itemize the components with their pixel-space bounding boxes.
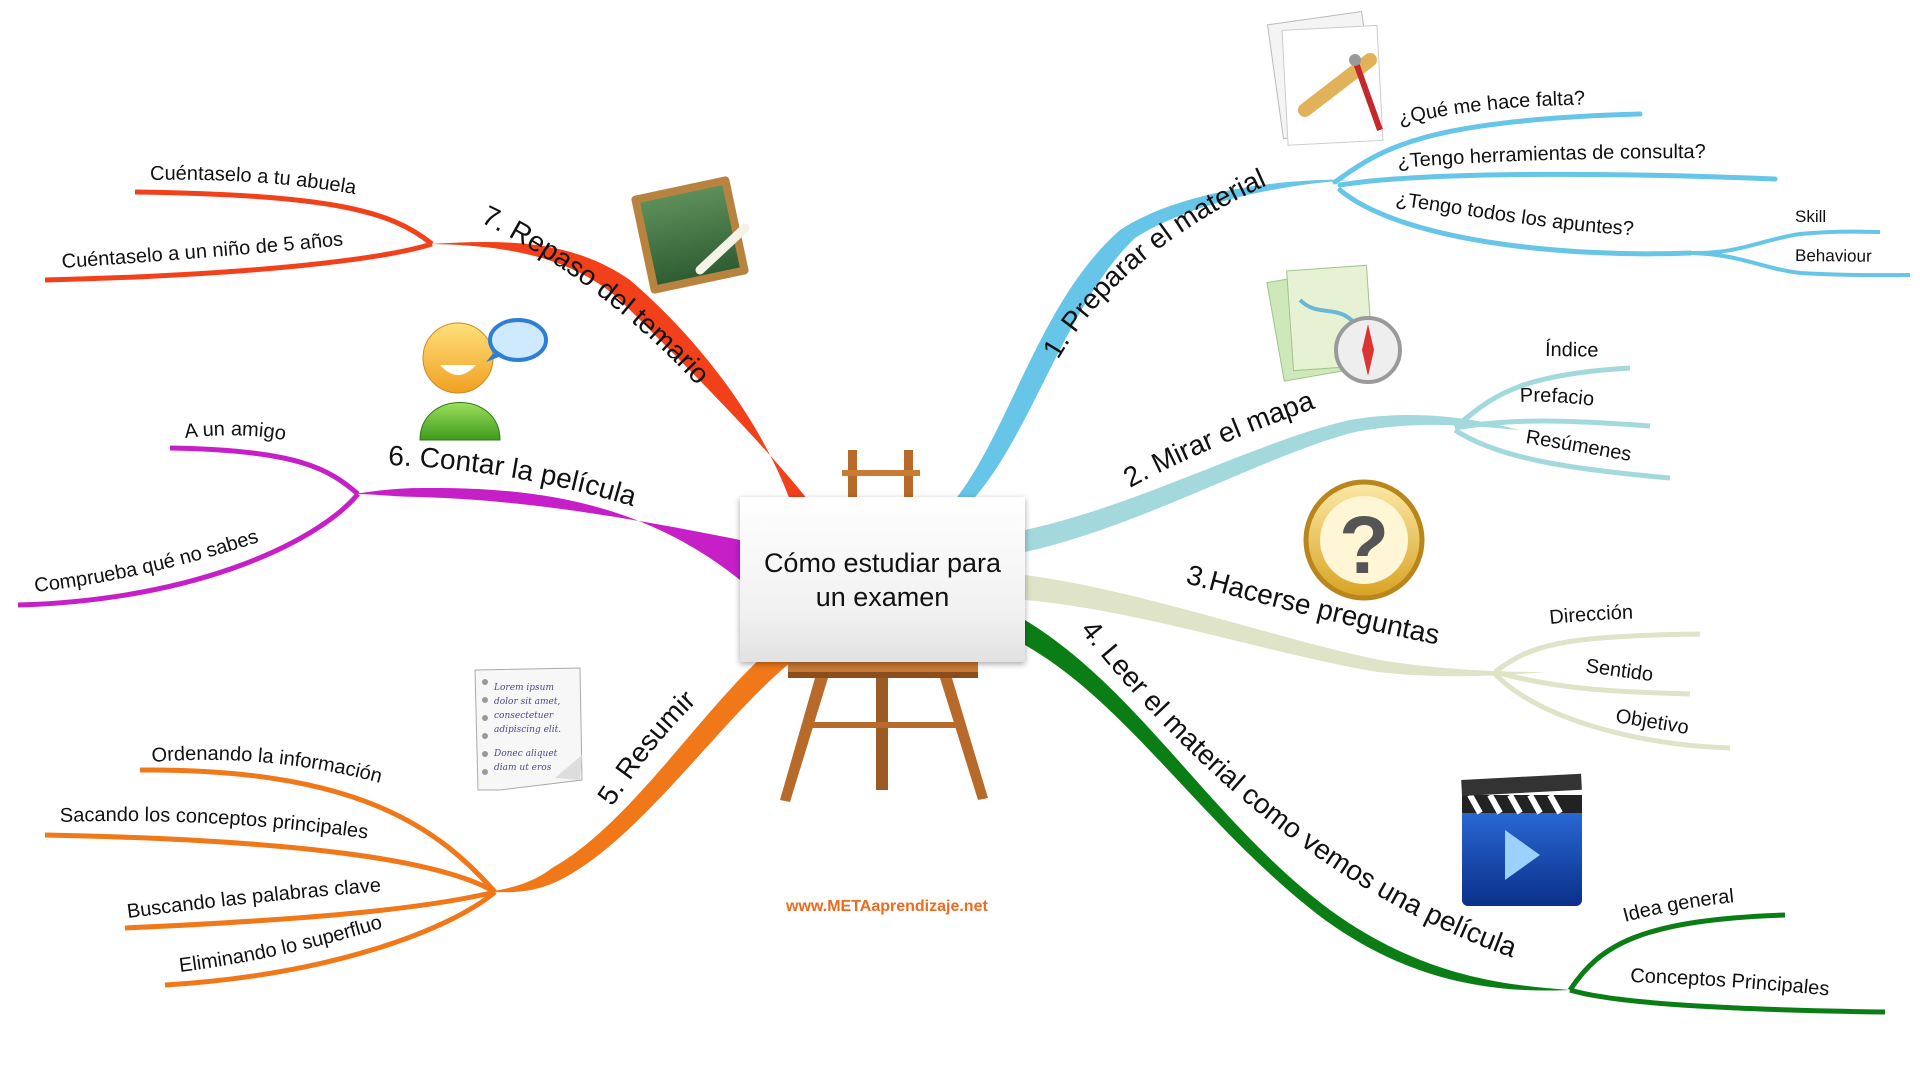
b1-grandchild-1: Skill — [1795, 207, 1826, 226]
b4-child-2: Conceptos Principales — [1630, 965, 1830, 1001]
b2-child-1: Índice — [1545, 338, 1599, 362]
svg-text:adipiscing elit.: adipiscing elit. — [494, 725, 561, 735]
branch-1-label: 1. Preparar el material — [1037, 162, 1270, 363]
svg-text:Donec aliquet: Donec aliquet — [493, 749, 558, 759]
central-topic: Cómo estudiar para un examen — [740, 497, 1025, 662]
branch-4-subs — [1567, 912, 1886, 1015]
svg-text:diam ut eros: diam ut eros — [494, 763, 552, 773]
b5-child-1: Ordenando la información — [151, 743, 385, 788]
question-mark-icon: ? — [1303, 479, 1425, 601]
branch-7-ribbon — [430, 242, 808, 500]
branch-3-ribbon — [1025, 575, 1545, 677]
easel-icon — [780, 450, 988, 802]
svg-text:Lorem ipsum: Lorem ipsum — [493, 683, 554, 693]
branch-2-subs — [1453, 365, 1671, 481]
branch-1-subs — [1332, 111, 1911, 278]
branch-5-subs — [44, 767, 497, 988]
branch-3-subs — [1493, 631, 1731, 751]
b1-grandchild-2: Behaviour — [1795, 246, 1872, 266]
svg-text:dolor sit amet,: dolor sit amet, — [494, 697, 560, 707]
branch-5-ribbon — [490, 650, 790, 893]
svg-text:?: ? — [1339, 500, 1389, 591]
talking-person-icon — [419, 318, 548, 441]
branch-6-subs — [17, 445, 360, 608]
map-compass-icon — [1266, 264, 1402, 384]
b1-child-2: ¿Tengo herramientas de consulta? — [1397, 141, 1706, 173]
branch-4-label: 4. Leer el material como vemos una pelíc… — [1075, 614, 1521, 963]
central-topic-title: Cómo estudiar para un examen — [763, 547, 1002, 612]
b3-child-2: Sentido — [1584, 655, 1654, 686]
website-credit: www.METAaprendizaje.net — [786, 898, 988, 915]
b6-child-1: A un amigo — [184, 418, 288, 445]
svg-text:consectetuer: consectetuer — [494, 711, 554, 721]
drafting-tools-icon — [1266, 11, 1384, 146]
branch-2-ribbon — [1025, 414, 1520, 552]
b6-child-2: Comprueba qué no sabes — [33, 526, 261, 597]
note-page-icon: Lorem ipsum dolor sit amet, consectetuer… — [474, 667, 583, 791]
branch-6-ribbon — [355, 487, 740, 580]
b3-child-1: Dirección — [1548, 601, 1633, 629]
chalkboard-icon — [631, 176, 750, 294]
clapperboard-icon — [1461, 773, 1582, 906]
b2-child-2: Prefacio — [1520, 385, 1596, 411]
branch-7-subs — [44, 189, 434, 283]
